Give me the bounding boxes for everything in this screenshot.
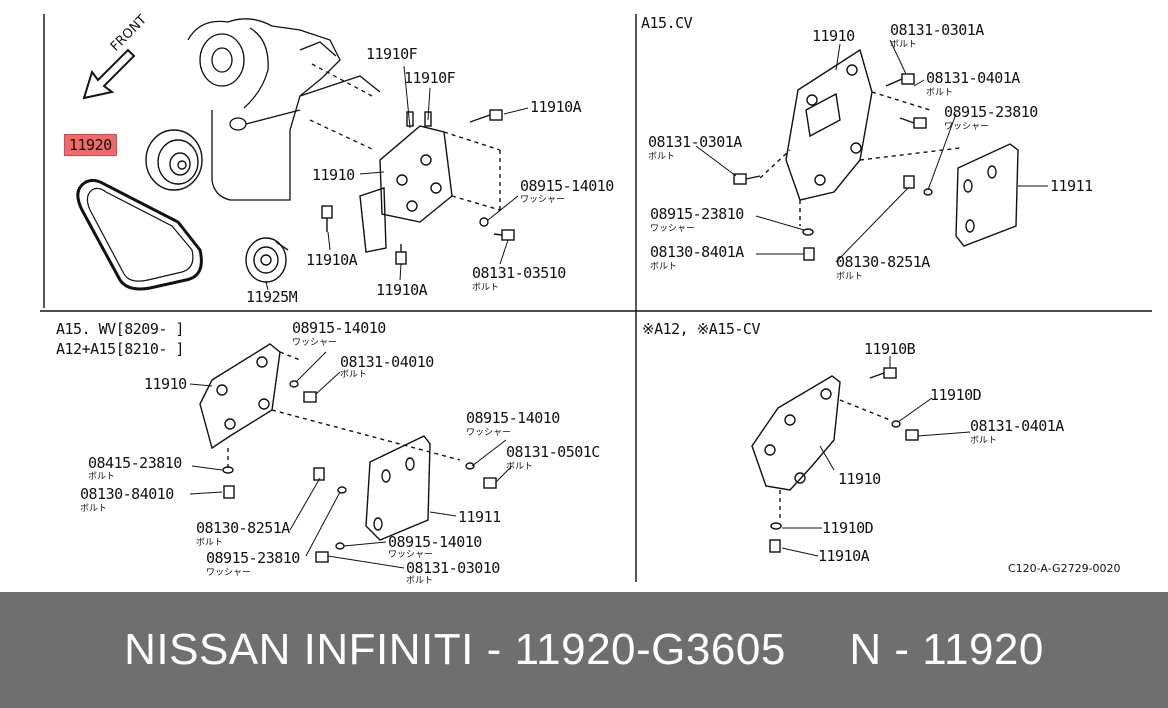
part-sublabel: ワッシャー	[292, 338, 338, 348]
part-label: 11911	[1050, 177, 1093, 195]
bracket-11910-panel4	[751, 375, 891, 518]
panel-title: A15.CV	[641, 14, 693, 32]
part-label: 08915-14010	[466, 409, 560, 427]
part-caption: NISSAN INFINITI - 11920-G3605 N - 11920	[124, 625, 1044, 674]
part-label: 11910D	[930, 386, 982, 404]
part-label: 08131-04010	[340, 353, 434, 371]
part-label: 11925M	[246, 288, 298, 306]
part-sublabel: ワッシャー	[466, 428, 512, 438]
caption-bar: NISSAN INFINITI - 11920-G3605 N - 11920	[0, 592, 1168, 708]
drawing-code: C120-A-G2729-0020	[1008, 562, 1121, 575]
part-sublabel: ワッシャー	[206, 568, 252, 578]
part-sublabel: ボルト	[406, 576, 434, 586]
part-label: 11910A	[530, 98, 582, 116]
bolts-panel2	[733, 73, 933, 261]
part-label-11920[interactable]: 11920	[64, 134, 117, 156]
part-label: 08415-23810	[88, 454, 182, 472]
part-label: 08131-0301A	[648, 133, 742, 151]
part-label: 08131-03010	[406, 559, 500, 577]
part-label: 08915-14010	[520, 177, 614, 195]
part-sublabel: ボルト	[836, 272, 864, 282]
part-sublabel: ボルト	[890, 40, 918, 50]
part-label: 11910F	[366, 45, 418, 63]
part-sublabel: ボルト	[926, 88, 954, 98]
diagram-drawing	[40, 14, 1152, 582]
leaders-panel3	[189, 351, 513, 569]
part-sublabel: ボルト	[340, 370, 368, 380]
part-sublabel: ボルト	[472, 283, 500, 293]
part-label: 11910A	[376, 281, 428, 299]
part-label: 08131-03510	[472, 264, 566, 282]
part-label: 08130-8251A	[836, 253, 930, 271]
part-sublabel: ワッシャー	[650, 224, 696, 234]
part-sublabel: ボルト	[88, 472, 116, 482]
crank-pulley	[145, 129, 203, 191]
part-sublabel: ボルト	[650, 262, 678, 272]
part-sublabel: ボルト	[506, 462, 534, 472]
part-sublabel: ワッシャー	[944, 122, 990, 132]
part-sublabel: ボルト	[970, 436, 998, 446]
part-label: 08915-14010	[388, 533, 482, 551]
part-sublabel: ボルト	[196, 538, 224, 548]
part-label: 08130-84010	[80, 485, 174, 503]
bracket-11910-panel1	[359, 111, 501, 253]
part-label: 11910	[144, 375, 187, 393]
part-label: 11910B	[864, 340, 916, 358]
panel-title-line2: A12+A15[8210- ]	[56, 340, 184, 358]
panel-title: ※A12, ※A15-CV	[642, 320, 760, 338]
part-label: 11910A	[818, 547, 870, 565]
part-label: 11910	[812, 27, 855, 45]
part-label: 08130-8401A	[650, 243, 744, 261]
part-label: 08915-23810	[650, 205, 744, 223]
drive-belt-11920	[76, 178, 203, 291]
part-sublabel: ボルト	[648, 152, 676, 162]
panel-title: A15. WV[8209- ]	[56, 320, 184, 338]
parts-diagram: FRONT 11920 11910F 11910F 11910A 11910 0…	[40, 12, 1152, 586]
part-sublabel: ワッシャー	[388, 550, 434, 560]
part-label: 11910A	[306, 251, 358, 269]
part-sublabel: ワッシャー	[520, 195, 566, 205]
part-label: 11910	[312, 166, 355, 184]
bracket-11910-panel3	[199, 343, 461, 470]
part-label: 08130-8251A	[196, 519, 290, 537]
part-label: 11910F	[404, 69, 456, 87]
engine-block	[187, 18, 381, 201]
leaders-panel1	[265, 65, 529, 291]
part-label: 11910D	[822, 519, 874, 537]
bolts-panel4	[769, 367, 919, 553]
plate-11911-panel3	[365, 435, 431, 541]
plate-11911-panel2	[955, 143, 1019, 247]
part-label: 08915-23810	[206, 549, 300, 567]
part-label: 08915-23810	[944, 103, 1038, 121]
part-label: 08915-14010	[292, 319, 386, 337]
part-label: 08131-0401A	[926, 69, 1020, 87]
part-label: 08131-0501C	[506, 443, 600, 461]
part-label: 11910	[838, 470, 881, 488]
part-label: 08131-0401A	[970, 417, 1064, 435]
front-arrow-icon	[82, 48, 136, 100]
idler-pulley-11925M	[245, 237, 289, 283]
leaders-panel4	[781, 356, 971, 557]
leaders-panel2	[695, 39, 1048, 263]
part-sublabel: ボルト	[80, 504, 108, 514]
bolts-panel1	[321, 109, 515, 265]
part-label: 11911	[458, 508, 501, 526]
part-label: 08131-0301A	[890, 21, 984, 39]
bracket-11910-panel2	[759, 48, 961, 226]
